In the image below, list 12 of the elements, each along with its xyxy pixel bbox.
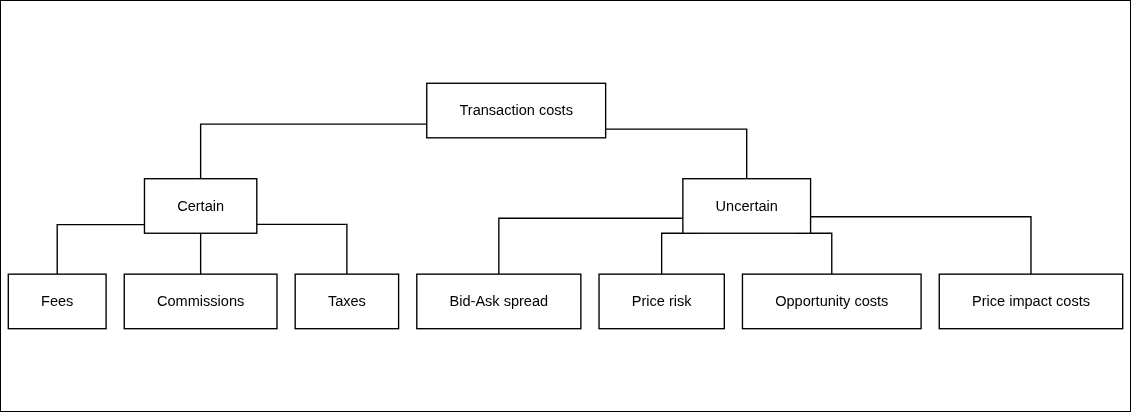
node-box: Uncertain: [682, 178, 812, 234]
node-box: Price risk: [598, 273, 725, 330]
node-box: Taxes: [294, 273, 400, 330]
connector: [199, 232, 202, 275]
node-box: Transaction costs: [426, 82, 607, 139]
node-box: Bid-Ask spread: [416, 273, 582, 330]
node-box: Price impact costs: [938, 273, 1124, 330]
node-box: Certain: [143, 178, 258, 234]
node-box: Fees: [7, 273, 107, 330]
node-box: Opportunity costs: [741, 273, 922, 330]
node-box: Commissions: [123, 273, 278, 330]
connector: [256, 223, 348, 275]
